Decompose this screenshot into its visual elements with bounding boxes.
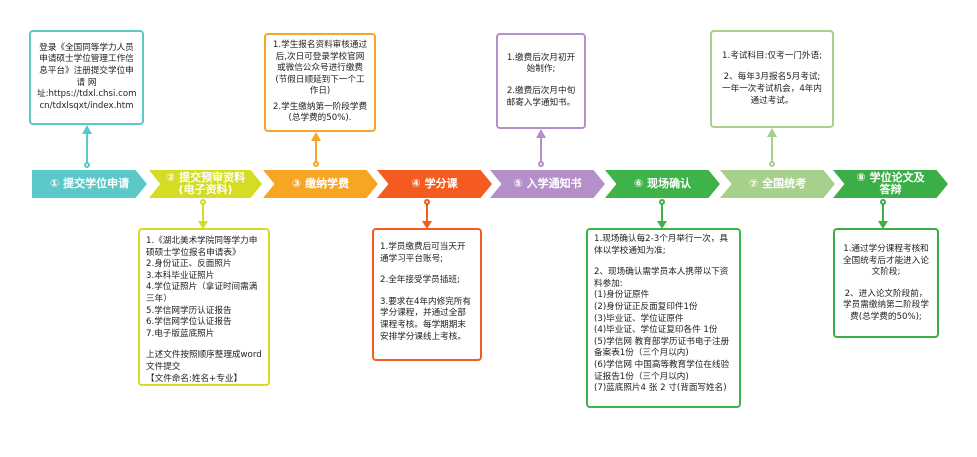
step1-connector-dot — [84, 162, 90, 168]
step4-arrow-icon — [422, 221, 432, 229]
step4-info-text-2: 2.全年接受学员插班; — [380, 275, 460, 286]
step4-info-text-3: 3.要求在4年内修完所有学分课程，并通过全部课程考核。每学期期末安排学分课线上考… — [380, 296, 472, 342]
step8-connector — [882, 204, 884, 224]
step4-info-box: 1.学员缴费后可当天开通学习平台账号; 2.全年接受学员插班; 3.要求在4年内… — [372, 228, 482, 361]
step5-info-box: 1.缴费后次月初开始制作; 2.缴费后次月中旬邮寄入学通知书。 — [496, 33, 586, 129]
step6-arrow-icon — [657, 221, 667, 229]
step2-info-box: 1.《湖北美术学院同等学力申硕硕士学位报名申请表》 2.身份证正、反面照片 3.… — [138, 228, 270, 386]
step7-arrow-icon — [767, 128, 777, 137]
step4-connector — [426, 204, 428, 224]
step-5-label: ⑤ 入学通知书 — [513, 177, 582, 190]
step-8-thesis-defense: ⑧ 学位论文及 答辩 — [833, 170, 948, 198]
step1-info-box: 登录《全国同等学力人员申请硕士学位管理工作信息平台》注册提交学位申请 网 址:h… — [29, 30, 144, 125]
step3-connector — [315, 140, 317, 164]
step5-connector — [540, 137, 542, 164]
step7-connector-dot — [769, 161, 775, 167]
step2-info-text-2: 上述文件按照顺序整理成word文件提交 【文件命名:姓名+专业】 — [146, 350, 262, 384]
step-1-submit-application: ① 提交学位申请 — [32, 170, 147, 198]
step7-info-text-2: 2、每年3月报名5月考试; 一年一次考试机会，4年内通过考试。 — [722, 72, 822, 106]
step-5-admission-notice: ⑤ 入学通知书 — [490, 170, 605, 198]
step-2-label: ② 提交预审资料 (电子资料) — [165, 171, 246, 196]
step-6-onsite-confirmation: ⑥ 现场确认 — [605, 170, 720, 198]
step3-info-text-1: 1.学生报名资料审核通过后,次日可登录学校官网或微信公众号进行缴费(节假日顺延到… — [272, 39, 368, 97]
step1-arrow-icon — [82, 125, 92, 134]
step5-arrow-icon — [536, 129, 546, 138]
step-1-label: ① 提交学位申请 — [49, 177, 130, 190]
step1-info-text: 登录《全国同等学力人员申请硕士学位管理工作信息平台》注册提交学位申请 网 址:h… — [37, 42, 137, 111]
step-4-label: ④ 学分课 — [411, 177, 458, 190]
step8-info-text-1: 1.通过学分课程考核和全国统考后才能进入论文阶段; — [843, 244, 929, 278]
step3-info-text-2: 2.学生缴纳第一阶段学费 (总学费的50%). — [272, 101, 368, 124]
step7-connector — [771, 136, 773, 164]
step2-info-text-1: 1.《湖北美术学院同等学力申硕硕士学位报名申请表》 2.身份证正、反面照片 3.… — [146, 236, 258, 339]
step5-info-text-2: 2.缴费后次月中旬邮寄入学通知书。 — [506, 86, 576, 108]
step2-arrow-icon — [198, 221, 208, 229]
step8-arrow-icon — [878, 221, 888, 229]
step1-connector — [86, 133, 88, 165]
step8-info-text-2: 2、进入论文阶段前，学员需缴纳第二阶段学费(总学费的50%); — [843, 288, 929, 322]
step-7-label: ⑦ 全国统考 — [748, 177, 807, 190]
step8-info-box: 1.通过学分课程考核和全国统考后才能进入论文阶段; 2、进入论文阶段前，学员需缴… — [833, 228, 939, 338]
step-2-submit-materials: ② 提交预审资料 (电子资料) — [149, 170, 262, 198]
step-6-label: ⑥ 现场确认 — [633, 177, 692, 190]
step-4-credit-courses: ④ 学分课 — [377, 170, 492, 198]
step6-info-text-1: 1.现场确认每2-3个月举行一次，具体以学校通知为准; — [594, 234, 728, 256]
step6-info-box: 1.现场确认每2-3个月举行一次，具体以学校通知为准; 2、现场确认需学员本人携… — [586, 228, 741, 408]
step-3-label: ③ 缴纳学费 — [291, 177, 350, 190]
step-7-national-exam: ⑦ 全国统考 — [720, 170, 835, 198]
step3-arrow-icon — [311, 132, 321, 141]
step6-connector — [661, 204, 663, 224]
step-8-label: ⑧ 学位论文及 答辩 — [856, 171, 925, 196]
step3-connector-dot — [313, 161, 319, 167]
step3-info-box: 1.学生报名资料审核通过后,次日可登录学校官网或微信公众号进行缴费(节假日顺延到… — [264, 33, 376, 132]
step7-info-box: 1.考试科目:仅考一门外语; 2、每年3月报名5月考试; 一年一次考试机会，4年… — [710, 30, 834, 128]
step5-info-text-1: 1.缴费后次月初开始制作; — [506, 52, 576, 75]
step5-connector-dot — [538, 161, 544, 167]
step6-info-text-2: 2、现场确认需学员本人携带以下资料参加: (1)身份证原件 (2)身份证正反面复… — [594, 267, 730, 394]
step7-info-text-1: 1.考试科目:仅考一门外语; — [722, 50, 822, 61]
step2-connector — [202, 204, 204, 224]
step4-info-text-1: 1.学员缴费后可当天开通学习平台账号; — [380, 242, 466, 264]
step-3-pay-tuition: ③ 缴纳学费 — [263, 170, 378, 198]
